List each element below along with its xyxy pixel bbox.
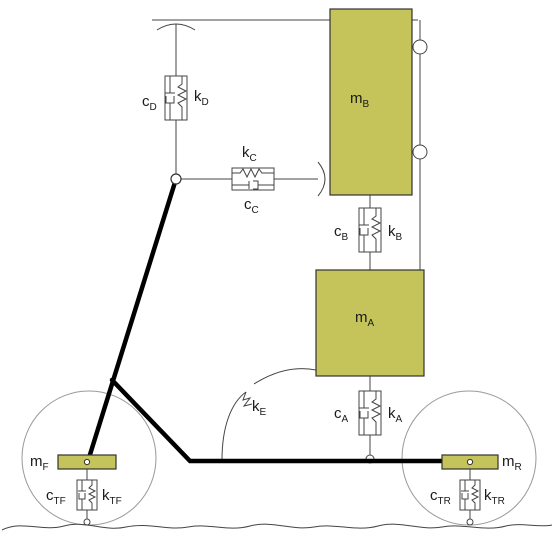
label-cA: cA <box>334 405 349 425</box>
suspension-linkage <box>85 176 446 464</box>
label-cTF: cTF <box>46 487 66 507</box>
label-mR: mR <box>502 453 522 473</box>
torsion-spring-e <box>221 368 317 461</box>
label-kB: kB <box>388 223 403 243</box>
label-kTF: kTF <box>102 487 122 507</box>
label-mB: mB <box>350 90 370 110</box>
mass-r <box>441 454 499 470</box>
label-cD: cD <box>142 93 157 113</box>
spring-damper-b <box>358 195 382 270</box>
label-kC: kC <box>242 144 257 164</box>
mass-b <box>329 8 413 196</box>
mass-a <box>315 269 425 377</box>
roller-upper <box>412 39 428 55</box>
road-surface <box>1 523 553 531</box>
spring-damper-a <box>358 376 382 464</box>
mass-f <box>57 454 117 470</box>
label-kD: kD <box>194 88 209 108</box>
label-kE: kE <box>252 398 267 418</box>
label-cC: cC <box>244 196 259 216</box>
roller-lower <box>412 144 428 160</box>
spring-damper-c <box>181 161 326 197</box>
upper-pivot <box>170 173 182 185</box>
label-mF: mF <box>30 453 49 473</box>
label-cTR: cTR <box>430 487 451 507</box>
label-cB: cB <box>334 223 349 243</box>
label-kA: kA <box>388 405 403 425</box>
spring-damper-d <box>164 72 188 178</box>
guide-rail <box>412 20 428 270</box>
label-mA: mA <box>355 309 375 329</box>
label-kTR: kTR <box>484 487 505 507</box>
tire-spring-damper-tr <box>459 469 481 526</box>
tire-spring-damper-tf <box>76 469 98 526</box>
